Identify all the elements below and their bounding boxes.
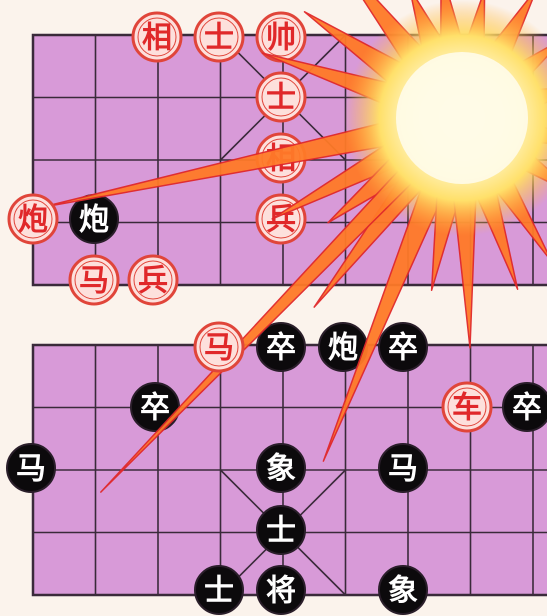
red-horse-piece[interactable]: 马 (193, 321, 245, 373)
piece-label: 士 (266, 514, 296, 549)
piece-label: 炮 (18, 203, 48, 238)
red-horse-piece[interactable]: 马 (68, 254, 120, 306)
piece-label: 车 (452, 391, 482, 426)
piece-disc (255, 71, 307, 123)
piece-disc (7, 193, 59, 245)
black-cannon-piece[interactable]: 炮 (69, 194, 119, 244)
piece-inner-ring (199, 17, 239, 57)
piece-disc (68, 254, 120, 306)
piece-label: 卒 (140, 391, 170, 426)
piece-disc (256, 443, 306, 493)
red-cannon-piece[interactable]: 炮 (7, 193, 59, 245)
piece-disc (256, 565, 306, 615)
piece-label: 马 (79, 264, 109, 299)
red-chariot-piece[interactable]: 车 (441, 381, 493, 433)
piece-disc (502, 382, 547, 432)
black-advisor-piece[interactable]: 士 (256, 505, 306, 555)
piece-inner-ring (447, 387, 487, 427)
explosion-burst (40, 0, 547, 493)
piece-disc (131, 11, 183, 63)
piece-disc (378, 443, 428, 493)
red-soldier-piece[interactable]: 兵 (127, 254, 179, 306)
burst-core (396, 52, 528, 184)
piece-label: 象 (266, 452, 296, 487)
piece-disc (378, 322, 428, 372)
piece-disc (378, 565, 428, 615)
piece-disc (194, 565, 244, 615)
piece-inner-ring (199, 327, 239, 367)
piece-disc (256, 505, 306, 555)
piece-label: 相 (142, 21, 172, 56)
black-horse-piece[interactable]: 马 (378, 443, 428, 493)
piece-inner-ring (261, 17, 301, 57)
piece-label: 将 (266, 574, 296, 609)
piece-label: 象 (388, 574, 418, 609)
piece-inner-ring (13, 199, 53, 239)
black-elephant-piece[interactable]: 象 (378, 565, 428, 615)
black-general-piece[interactable]: 将 (256, 565, 306, 615)
piece-inner-ring (261, 77, 301, 117)
black-soldier-piece[interactable]: 卒 (130, 382, 180, 432)
red-general-piece[interactable]: 帅 (255, 11, 307, 63)
piece-inner-ring (74, 260, 114, 300)
piece-label: 马 (388, 452, 418, 487)
black-advisor-piece[interactable]: 士 (194, 565, 244, 615)
piece-label: 炮 (328, 331, 358, 366)
piece-label: 卒 (388, 331, 418, 366)
black-soldier-piece[interactable]: 卒 (378, 322, 428, 372)
piece-label: 士 (204, 21, 234, 56)
black-cannon-piece[interactable]: 炮 (318, 322, 368, 372)
piece-label: 士 (204, 574, 234, 609)
piece-label: 卒 (266, 331, 296, 366)
piece-label: 帅 (266, 21, 296, 56)
foreground-pieces: 相士炮马兵马车卒 (7, 11, 547, 433)
red-advisor-piece[interactable]: 士 (255, 71, 307, 123)
piece-disc (441, 381, 493, 433)
black-horse-piece[interactable]: 马 (6, 443, 56, 493)
lower-board-pieces: 卒炮卒卒马象马士士将象 (6, 322, 428, 615)
piece-inner-ring (137, 17, 177, 57)
black-soldier-piece[interactable]: 卒 (502, 382, 547, 432)
piece-label: 马 (16, 452, 46, 487)
piece-label: 兵 (138, 264, 168, 299)
piece-disc (193, 11, 245, 63)
piece-inner-ring (261, 199, 301, 239)
piece-inner-ring (133, 260, 173, 300)
piece-disc (256, 322, 306, 372)
piece-label: 士 (266, 81, 296, 116)
black-soldier-piece[interactable]: 卒 (256, 322, 306, 372)
piece-disc (127, 254, 179, 306)
piece-disc (193, 321, 245, 373)
piece-label: 炮 (79, 203, 109, 238)
red-elephant-piece[interactable]: 相 (131, 11, 183, 63)
red-advisor-piece[interactable]: 士 (193, 11, 245, 63)
black-elephant-piece[interactable]: 象 (256, 443, 306, 493)
piece-label: 卒 (512, 391, 542, 426)
piece-disc (6, 443, 56, 493)
piece-label: 马 (204, 331, 234, 366)
